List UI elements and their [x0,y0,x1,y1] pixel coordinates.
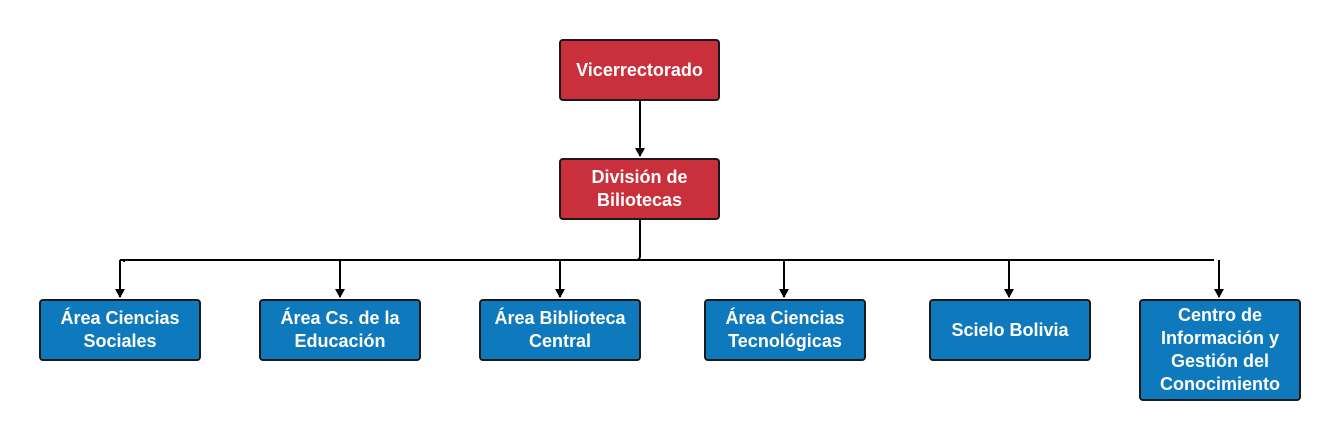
node-scielo-bolivia-label: Scielo Bolivia [951,319,1069,340]
node-division-bibliotecas: División de Biliotecas [559,158,720,220]
node-area-ciencias-tecnologicas: Área Ciencias Tecnológicas [704,299,866,361]
node-division-bibliotecas-label: División de Biliotecas [591,167,688,210]
node-area-biblioteca-central-label: Área Biblioteca Central [494,308,626,351]
node-area-cs-educacion: Área Cs. de la Educación [259,299,421,361]
node-vicerrectorado-label: Vicerrectorado [576,59,703,80]
node-area-ciencias-sociales-label: Área Ciencias Sociales [60,308,180,351]
node-centro-informacion: Centro de Información y Gestión del Cono… [1139,299,1301,401]
node-area-ciencias-sociales: Área Ciencias Sociales [39,299,201,361]
node-centro-informacion-label: Centro de Información y Gestión del Cono… [1160,305,1280,394]
node-scielo-bolivia: Scielo Bolivia [929,299,1091,361]
node-area-cs-educacion-label: Área Cs. de la Educación [280,308,400,351]
node-area-biblioteca-central: Área Biblioteca Central [479,299,641,361]
edge-bus [120,259,1214,262]
edge-bus-corner [635,255,641,261]
node-vicerrectorado: Vicerrectorado [559,39,720,101]
node-area-ciencias-tecnologicas-label: Área Ciencias Tecnológicas [725,308,845,351]
